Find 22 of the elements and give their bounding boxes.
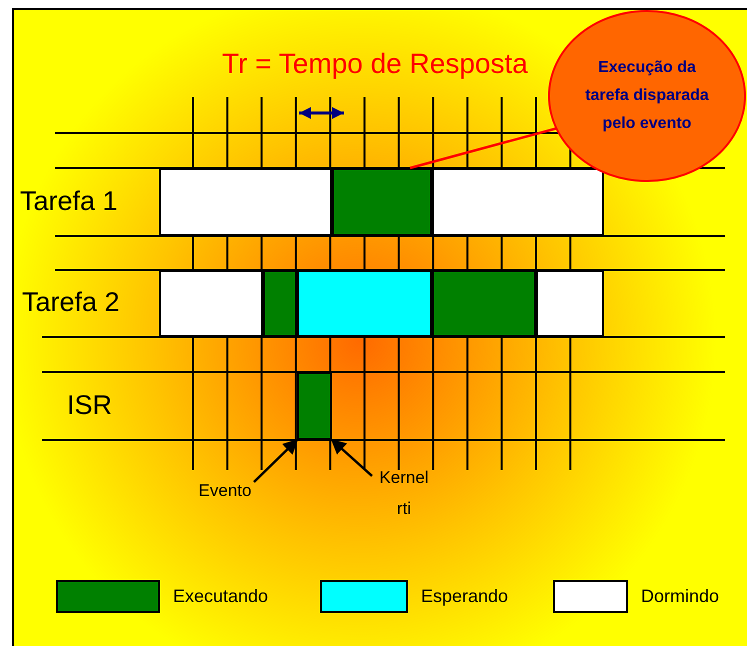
executing-segment (263, 270, 297, 337)
waiting-segment (297, 270, 432, 337)
row-label: Tarefa 2 (22, 287, 120, 318)
sleeping-segment (536, 270, 604, 337)
title: Tr = Tempo de Resposta (222, 48, 528, 80)
row-label: Tarefa 1 (20, 186, 118, 217)
callout-text: Execução da tarefa disparada pelo evento (584, 58, 710, 134)
legend-label: Esperando (421, 586, 508, 607)
arrow (330, 439, 373, 477)
executing-segment (332, 168, 432, 236)
executing-segment (432, 270, 536, 337)
sleeping-segment (159, 270, 263, 337)
arrow (253, 438, 298, 483)
annotation-text: Evento (198, 480, 252, 502)
annotation-text: Kernel rti (378, 467, 430, 520)
legend-label: Executando (173, 586, 268, 607)
row-label: ISR (67, 390, 112, 421)
leader-line (410, 126, 558, 170)
legend-label: Dormindo (641, 586, 720, 607)
sleeping-segment (432, 168, 604, 236)
executing-segment (297, 372, 332, 440)
sleeping-segment (159, 168, 332, 236)
